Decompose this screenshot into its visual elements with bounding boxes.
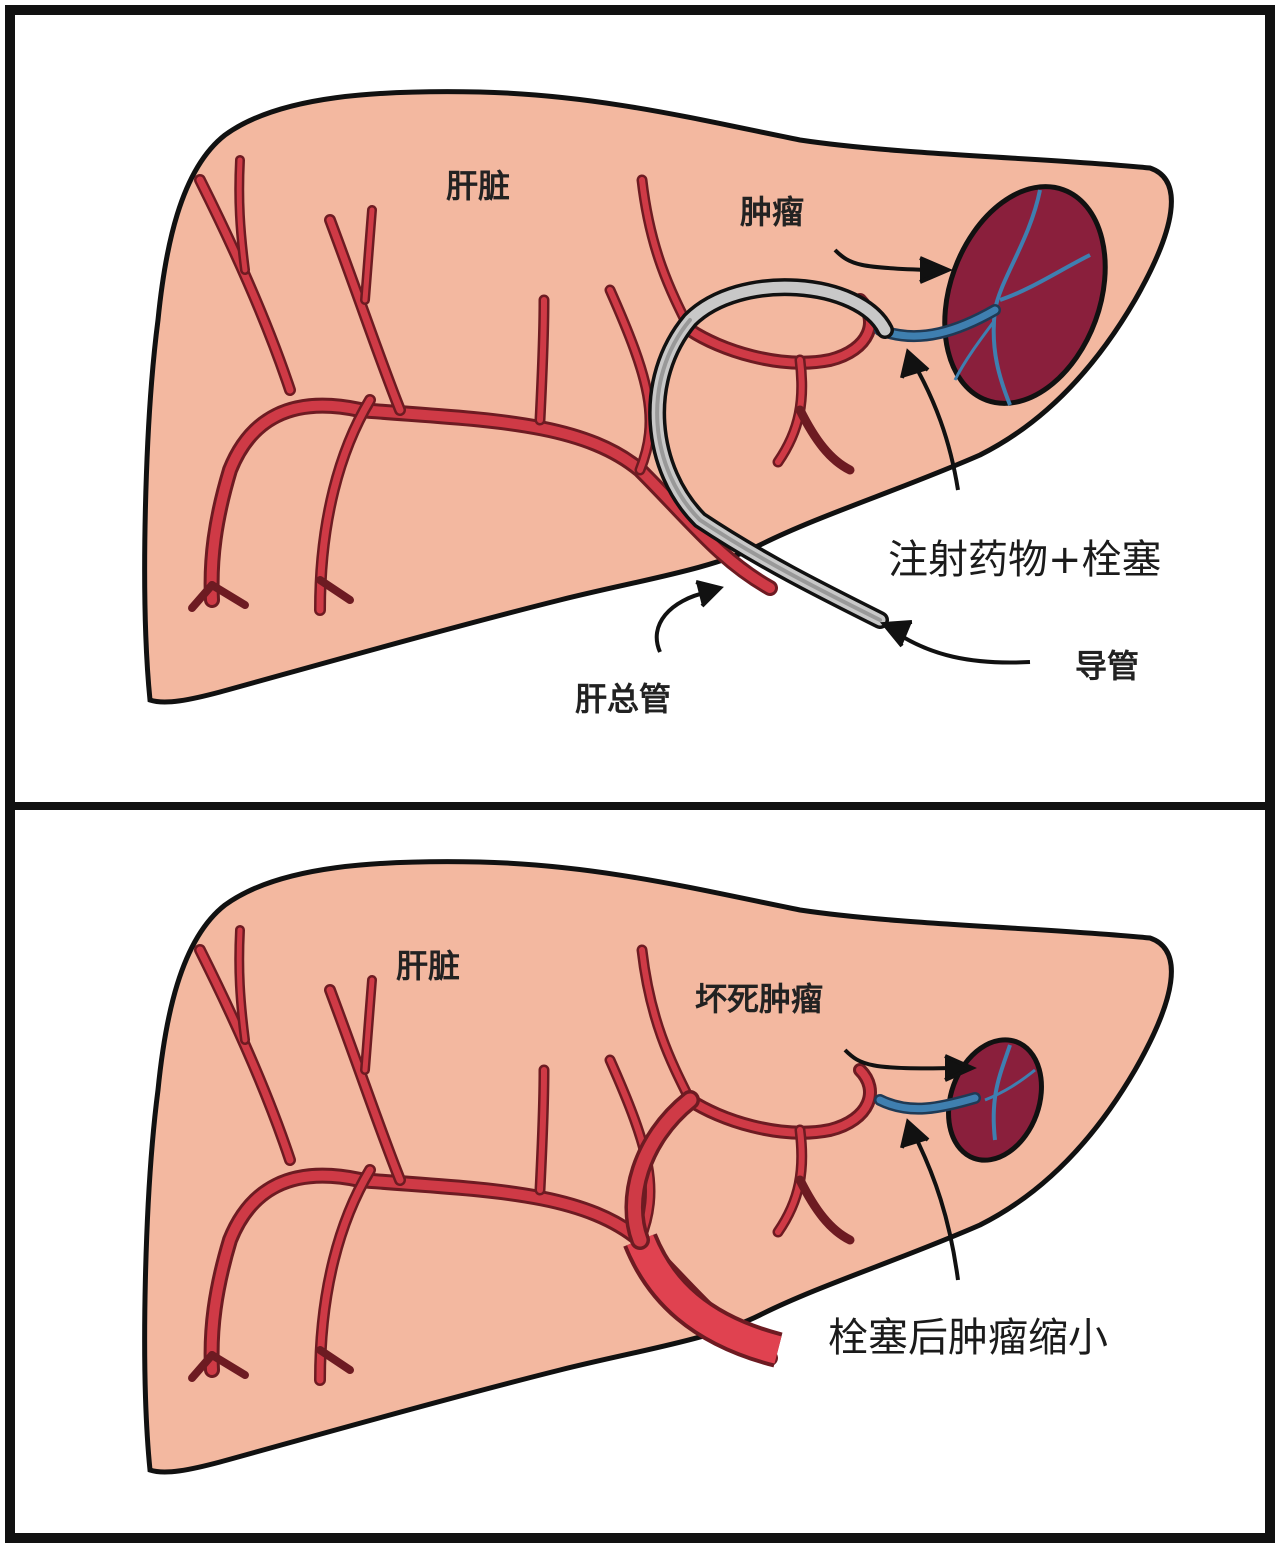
arrow-to-hepatic-duct: [654, 580, 724, 653]
necrotic-tumor-label: 坏死肿瘤: [695, 980, 824, 1018]
tumor-label: 肿瘤: [740, 193, 805, 231]
arrow-to-catheter: [880, 620, 1031, 665]
procedure-label: 注射药物+栓塞: [888, 537, 1162, 583]
catheter: [648, 278, 894, 629]
liver-label: 肝脏: [396, 947, 461, 985]
hepatic-duct-label: 肝总管: [575, 680, 672, 718]
result-label: 栓塞后肿瘤缩小: [828, 1315, 1108, 1361]
catheter-label: 导管: [1075, 647, 1140, 685]
arrow-to-tumor: [833, 248, 954, 284]
liver-shape: [142, 859, 1174, 1475]
arrow-to-embolization: [900, 348, 960, 491]
arrow-to-embolized-vessel: [900, 1118, 960, 1281]
top-panel: [142, 89, 1174, 705]
arrow-to-necrotic-tumor: [843, 1048, 977, 1082]
bottom-panel: [142, 859, 1174, 1475]
liver-label: 肝脏: [446, 167, 511, 205]
